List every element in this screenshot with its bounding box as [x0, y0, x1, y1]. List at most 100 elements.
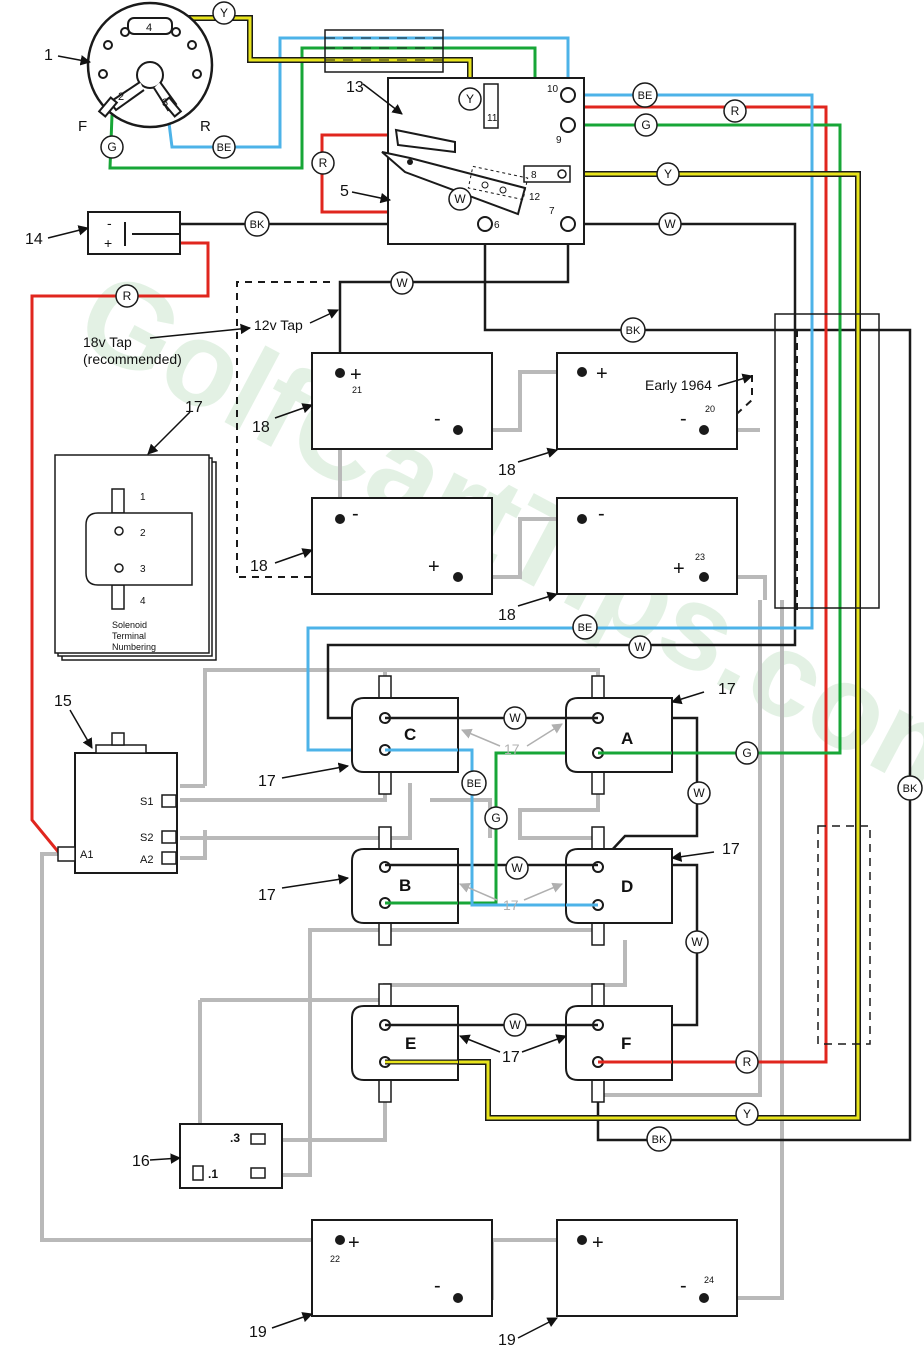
control-box [381, 77, 585, 245]
switch-terminal-3: 3 [162, 97, 168, 109]
callout-17-inset: 17 [185, 399, 203, 416]
key-minus: - [107, 215, 112, 231]
battery-posts-upper [335, 367, 709, 582]
badge-w-3: W [396, 276, 408, 290]
battery-plus-4: + [673, 558, 685, 580]
callout-18-d: 18 [498, 607, 516, 624]
harness-box [774, 313, 880, 609]
callout-18-c: 18 [250, 558, 268, 575]
solenoid-A [565, 675, 673, 795]
inset-num-1: 1 [140, 492, 146, 503]
solenoid-label-F: F [621, 1034, 631, 1053]
badge-y-3: Y [664, 167, 672, 181]
battery-minus-4: - [598, 503, 605, 525]
callout-15: 15 [54, 693, 72, 710]
solenoid-label-C: C [404, 725, 416, 744]
battery-plus-5: + [348, 1232, 360, 1254]
badge-bk-2: BK [626, 325, 641, 337]
switch-terminal-2: 2 [118, 91, 124, 103]
terminal-1: .1 [208, 1167, 218, 1181]
relay-box [57, 732, 178, 874]
callout-13: 13 [346, 79, 364, 96]
callout-19-b: 19 [498, 1332, 516, 1349]
callout-18-b: 18 [498, 462, 516, 479]
label-12v-tap: 12v Tap [254, 317, 303, 333]
badge-r-2: R [319, 156, 328, 170]
callout-18-a: 18 [252, 419, 270, 436]
battery-terminal-24: 24 [704, 1275, 714, 1285]
badge-be-3: BE [578, 622, 593, 634]
control-terminal-6: 6 [494, 220, 500, 231]
battery-posts-lower [335, 1235, 709, 1303]
solenoid-D [565, 826, 673, 946]
dashed-optional-box [817, 825, 871, 1045]
badge-w-5: W [509, 711, 521, 725]
battery-minus-6: - [680, 1275, 687, 1297]
badge-w-4: W [634, 640, 646, 654]
label-18v-tap-sub: (recommended) [83, 351, 182, 367]
callout-17-d: 17 [722, 841, 740, 858]
badge-r-3: R [123, 289, 132, 303]
callout-17-ef: 17 [502, 1049, 520, 1066]
badge-w-8: W [691, 935, 703, 949]
badge-g-3: G [742, 746, 751, 760]
callout-17-bd-gray: 17 [503, 897, 519, 913]
battery-terminal-20: 20 [705, 404, 715, 414]
label-18v-tap: 18v Tap [83, 334, 132, 350]
badge-w-2: W [664, 217, 676, 231]
relay-s1: S1 [140, 796, 153, 808]
solenoid-label-D: D [621, 877, 633, 896]
control-terminal-12: 12 [529, 192, 541, 203]
battery-terminal-21: 21 [352, 385, 362, 395]
battery-minus-5: - [434, 1275, 441, 1297]
badge-bk-3: BK [903, 783, 918, 795]
badge-bk-4: BK [652, 1134, 667, 1146]
relay-s2: S2 [140, 832, 153, 844]
badge-bk-1: BK [250, 219, 265, 231]
battery-minus-3: - [352, 503, 359, 525]
badge-w-6: W [693, 786, 705, 800]
battery-terminal-22: 22 [330, 1254, 340, 1264]
label-reverse: R [200, 118, 211, 135]
badge-y-4: Y [743, 1107, 751, 1121]
badge-be-4: BE [467, 778, 482, 790]
inset-caption-3: Numbering [112, 642, 156, 652]
battery-plus-3: + [428, 556, 440, 578]
badge-r-4: R [743, 1055, 752, 1069]
badge-w-7: W [511, 861, 523, 875]
callout-17-a: 17 [718, 681, 736, 698]
control-terminal-8: 8 [531, 170, 537, 181]
badge-w-1: W [454, 192, 466, 206]
wire-badges [100, 1, 923, 1152]
badge-g-2: G [641, 118, 650, 132]
badge-r-1: R [731, 104, 740, 118]
control-terminal-11: 11 [487, 113, 498, 124]
badge-y-1: Y [220, 6, 228, 20]
solenoid-label-E: E [405, 1034, 416, 1053]
callout-1: 1 [44, 47, 53, 64]
inset-num-4: 4 [140, 596, 146, 607]
solenoid-label-A: A [621, 729, 633, 748]
callout-14: 14 [25, 231, 43, 248]
badge-w-9: W [509, 1018, 521, 1032]
callout-5: 5 [340, 183, 349, 200]
relay-a2: A2 [140, 854, 153, 866]
solenoid-inset [54, 454, 217, 661]
battery-terminal-23: 23 [695, 552, 705, 562]
callout-17-ca-gray: 17 [504, 741, 520, 757]
solenoid-F [565, 983, 673, 1103]
callout-16: 16 [132, 1153, 150, 1170]
switch-terminal-4: 4 [146, 22, 152, 34]
control-terminal-7: 7 [549, 206, 555, 217]
inset-caption-1: Solenoid [112, 620, 147, 630]
callout-17-c: 17 [258, 773, 276, 790]
badge-g-1: G [107, 140, 116, 154]
badge-y-2: Y [466, 92, 474, 106]
inset-num-3: 3 [140, 564, 146, 575]
battery-plus-2: + [596, 363, 608, 385]
badge-be-2: BE [638, 90, 653, 102]
battery-plus-6: + [592, 1232, 604, 1254]
terminal-block [179, 1123, 283, 1189]
label-forward: F [78, 118, 87, 135]
